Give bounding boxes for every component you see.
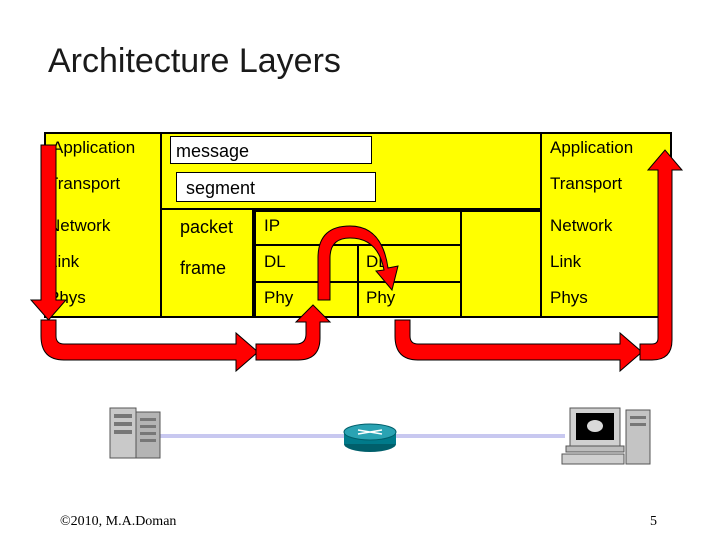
router-layer-phy-left: Phy: [264, 288, 294, 307]
left-layer-network: Network: [48, 216, 111, 235]
frame-label: frame: [180, 258, 227, 278]
right-protocol-stack: [540, 132, 672, 318]
right-layer-network: Network: [550, 216, 613, 235]
router-forwarding-arrow: [317, 225, 399, 301]
down-arrow-left: [29, 144, 68, 321]
router-layer-dl-left: DL: [264, 252, 286, 271]
up-arrow-right: [639, 149, 684, 361]
arrow-host-to-router: [40, 319, 259, 373]
frame-band: [162, 210, 254, 318]
copyright-footer: ©2010, M.A.Doman: [60, 514, 177, 529]
left-protocol-stack: [44, 132, 162, 318]
right-layer-transport: Transport: [550, 174, 623, 193]
right-layer-phys: Phys: [550, 288, 588, 307]
segment-box: [176, 172, 376, 202]
message-box: [170, 136, 372, 164]
workstation-icon: [561, 407, 651, 465]
router-layer-phy-right: Phy: [366, 288, 396, 307]
right-layer-link: Link: [550, 252, 582, 271]
right-layer-application: Application: [550, 138, 634, 157]
arrow-up-into-router: [255, 304, 332, 361]
message-label: message: [176, 141, 250, 161]
server-icon: [109, 407, 161, 459]
left-layer-application: Application: [52, 138, 136, 157]
page-number: 5: [650, 514, 657, 529]
page-title: Architecture Layers: [48, 42, 341, 80]
packet-label: packet: [180, 217, 234, 237]
segment-label: segment: [186, 178, 256, 198]
left-layer-transport: Transport: [48, 174, 121, 193]
router-icon: [343, 423, 397, 452]
router-layer-ip: IP: [264, 216, 281, 235]
router-divider-vertical: [357, 245, 359, 318]
right-pdu-band: [462, 210, 542, 318]
arrow-down-out-router: [394, 319, 643, 373]
